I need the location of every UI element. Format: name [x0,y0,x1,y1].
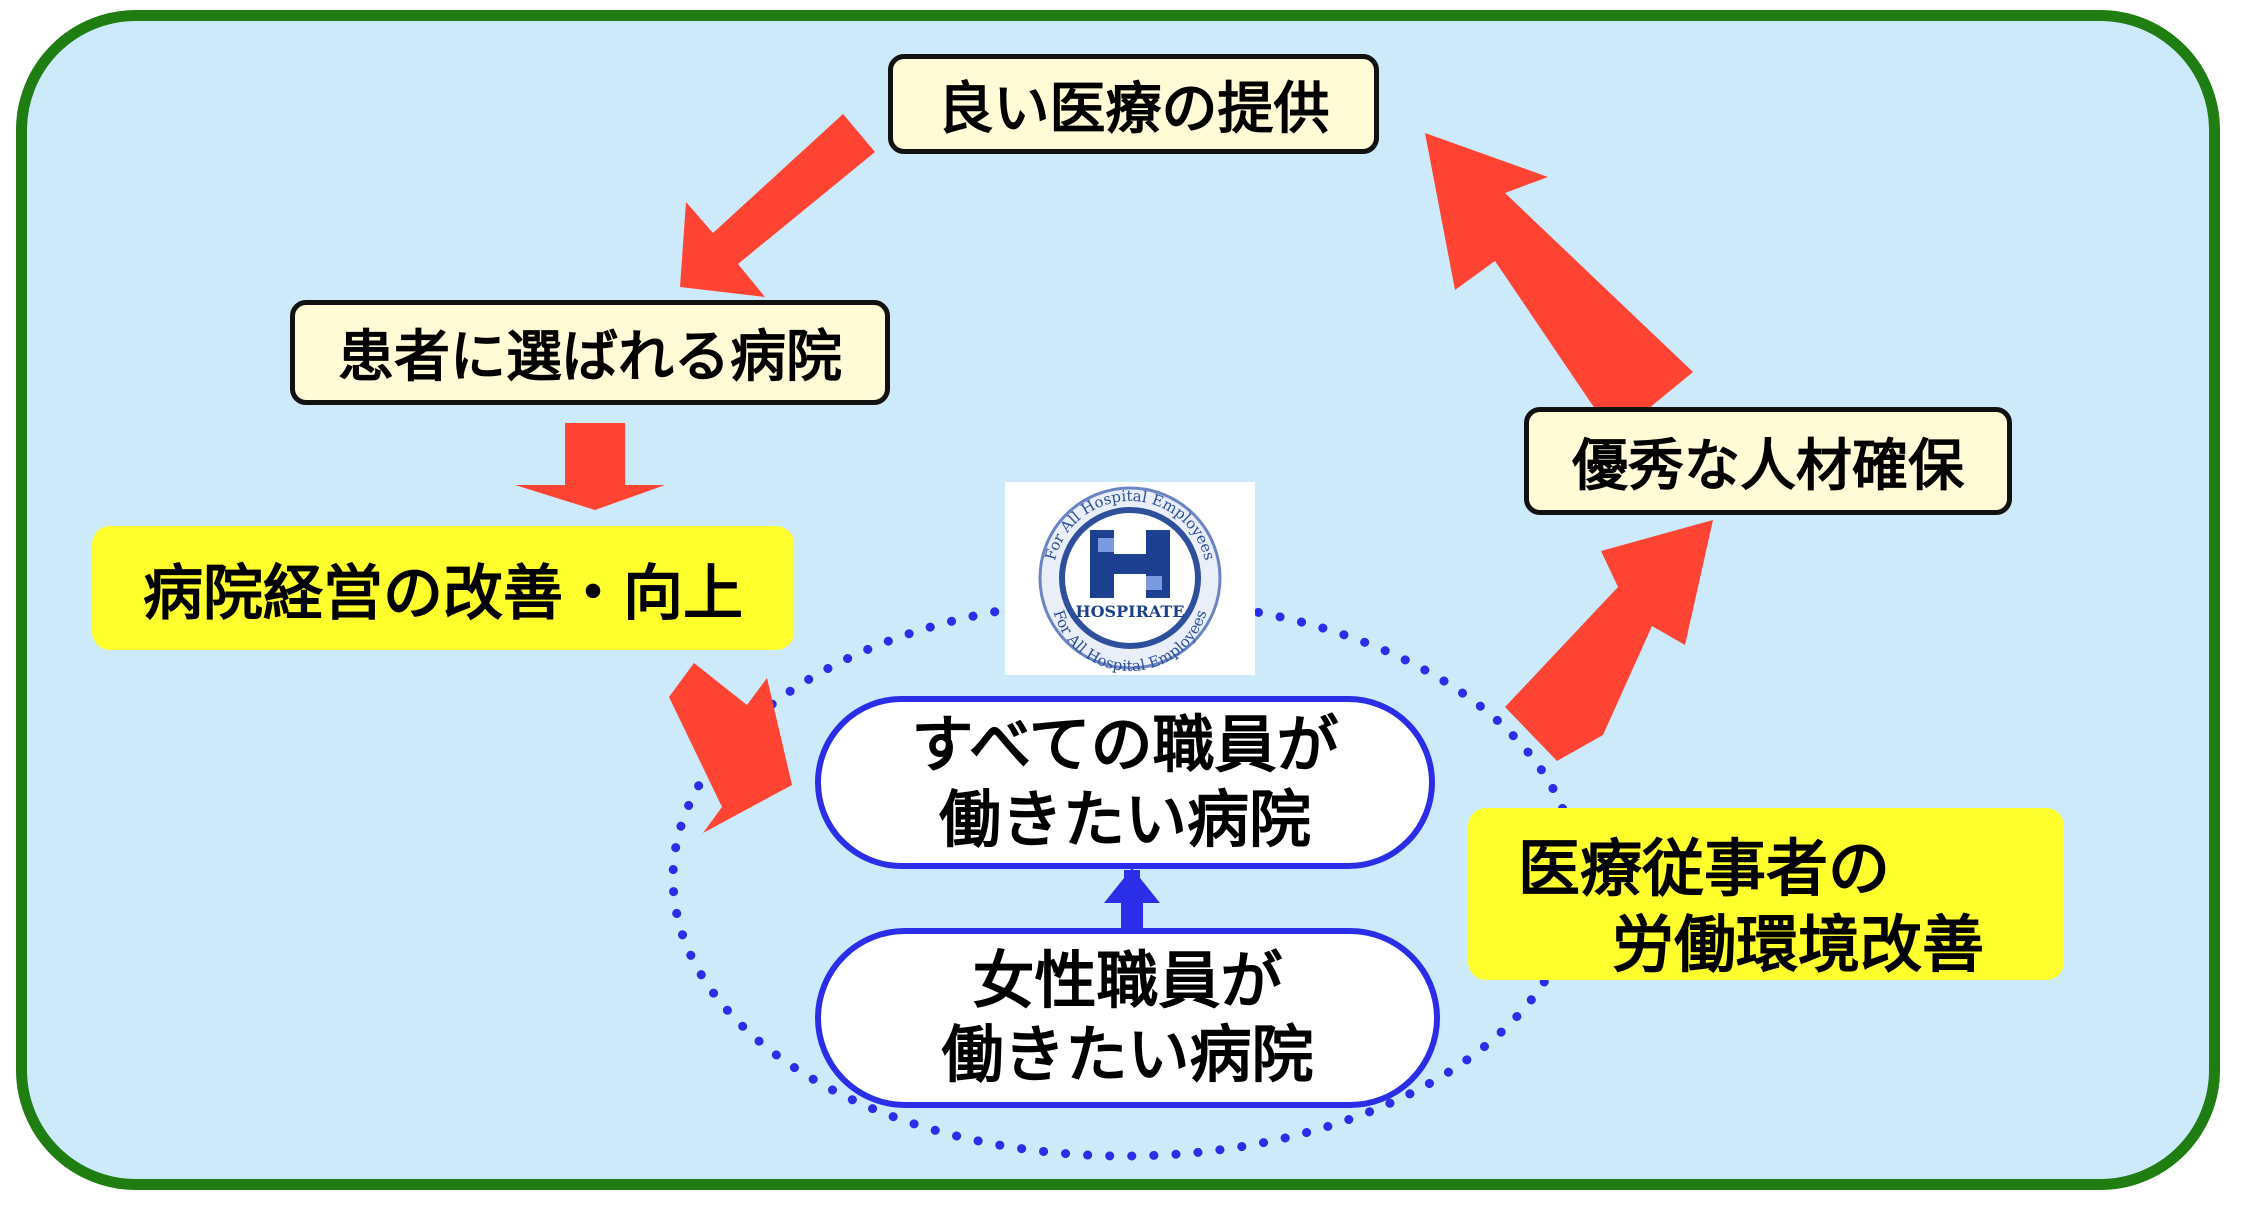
node-female-staff: 女性職員が 働きたい病院 [815,928,1440,1108]
node-all-staff-line2: 働きたい病院 [938,782,1311,856]
node-talent-label: 優秀な人材確保 [1572,433,1964,499]
node-female-staff-line1: 女性職員が [972,943,1283,1017]
hospirate-logo-image: For All Hospital Employees For All Hospi… [1038,486,1222,675]
arrow-care-to-patients [680,114,875,297]
hospirate-logo: For All Hospital Employees For All Hospi… [1005,482,1255,675]
node-female-staff-line2: 働きたい病院 [941,1018,1314,1091]
node-work-env-line1: 医療従事者の [1518,832,1891,905]
node-patients-choose: 患者に選ばれる病院 [290,300,890,405]
logo-name: HOSPIRATE [1075,602,1184,621]
node-all-staff: すべての職員が 働きたい病院 [815,696,1435,869]
node-good-care-label: 良い医療の提供 [937,76,1330,142]
node-work-environment: 医療従事者の 労働環境改善 [1468,808,2064,981]
arrow-talent-to-care [1425,133,1693,437]
arrow-workenv-to-talent [1505,520,1713,761]
arrow-female-to-allstaff-shaft [1121,903,1143,928]
node-good-care: 良い医療の提供 [888,54,1379,154]
node-talent: 優秀な人材確保 [1524,407,2012,515]
arrow-management-to-center [669,663,792,833]
node-all-staff-line1: すべての職員が [911,708,1339,782]
node-work-env-line2: 労働環境改善 [1612,908,1985,981]
node-management-label: 病院経営の改善・向上 [143,558,743,629]
arrow-patients-to-management [515,423,665,510]
node-management: 病院経営の改善・向上 [92,526,794,650]
node-patients-choose-label: 患者に選ばれる病院 [338,325,842,390]
arrow-female-to-allstaff-head [1104,868,1160,903]
